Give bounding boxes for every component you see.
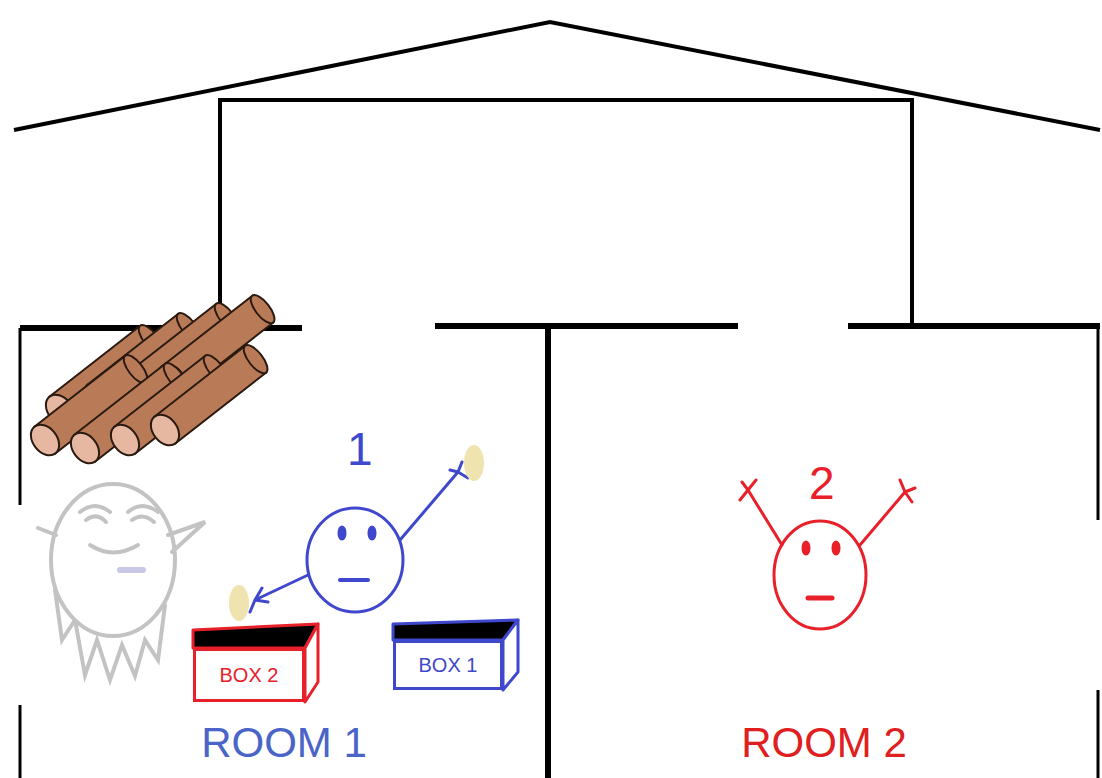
log-pile	[25, 291, 279, 468]
room-name: ROOM 1	[20, 718, 548, 768]
box-1-top	[393, 620, 518, 690]
walls	[20, 326, 1100, 778]
room-region: ROOM 2	[550, 328, 1098, 778]
room-name: ROOM 2	[550, 718, 1098, 768]
box-label: BOX 1	[419, 653, 478, 677]
box-2-top	[193, 624, 318, 702]
room-region: ROOM 1 BOX 2 BOX 1	[20, 328, 548, 778]
callout-number: 2	[809, 460, 835, 506]
attic	[220, 100, 912, 325]
egg	[229, 585, 249, 621]
box: BOX 1	[393, 640, 503, 690]
box-label: BOX 2	[220, 663, 279, 687]
old-man	[38, 484, 205, 680]
egg	[464, 445, 484, 481]
callout-number: 1	[347, 426, 373, 472]
roof	[14, 22, 1100, 130]
person-1	[250, 462, 468, 612]
box: BOX 2	[193, 648, 305, 702]
